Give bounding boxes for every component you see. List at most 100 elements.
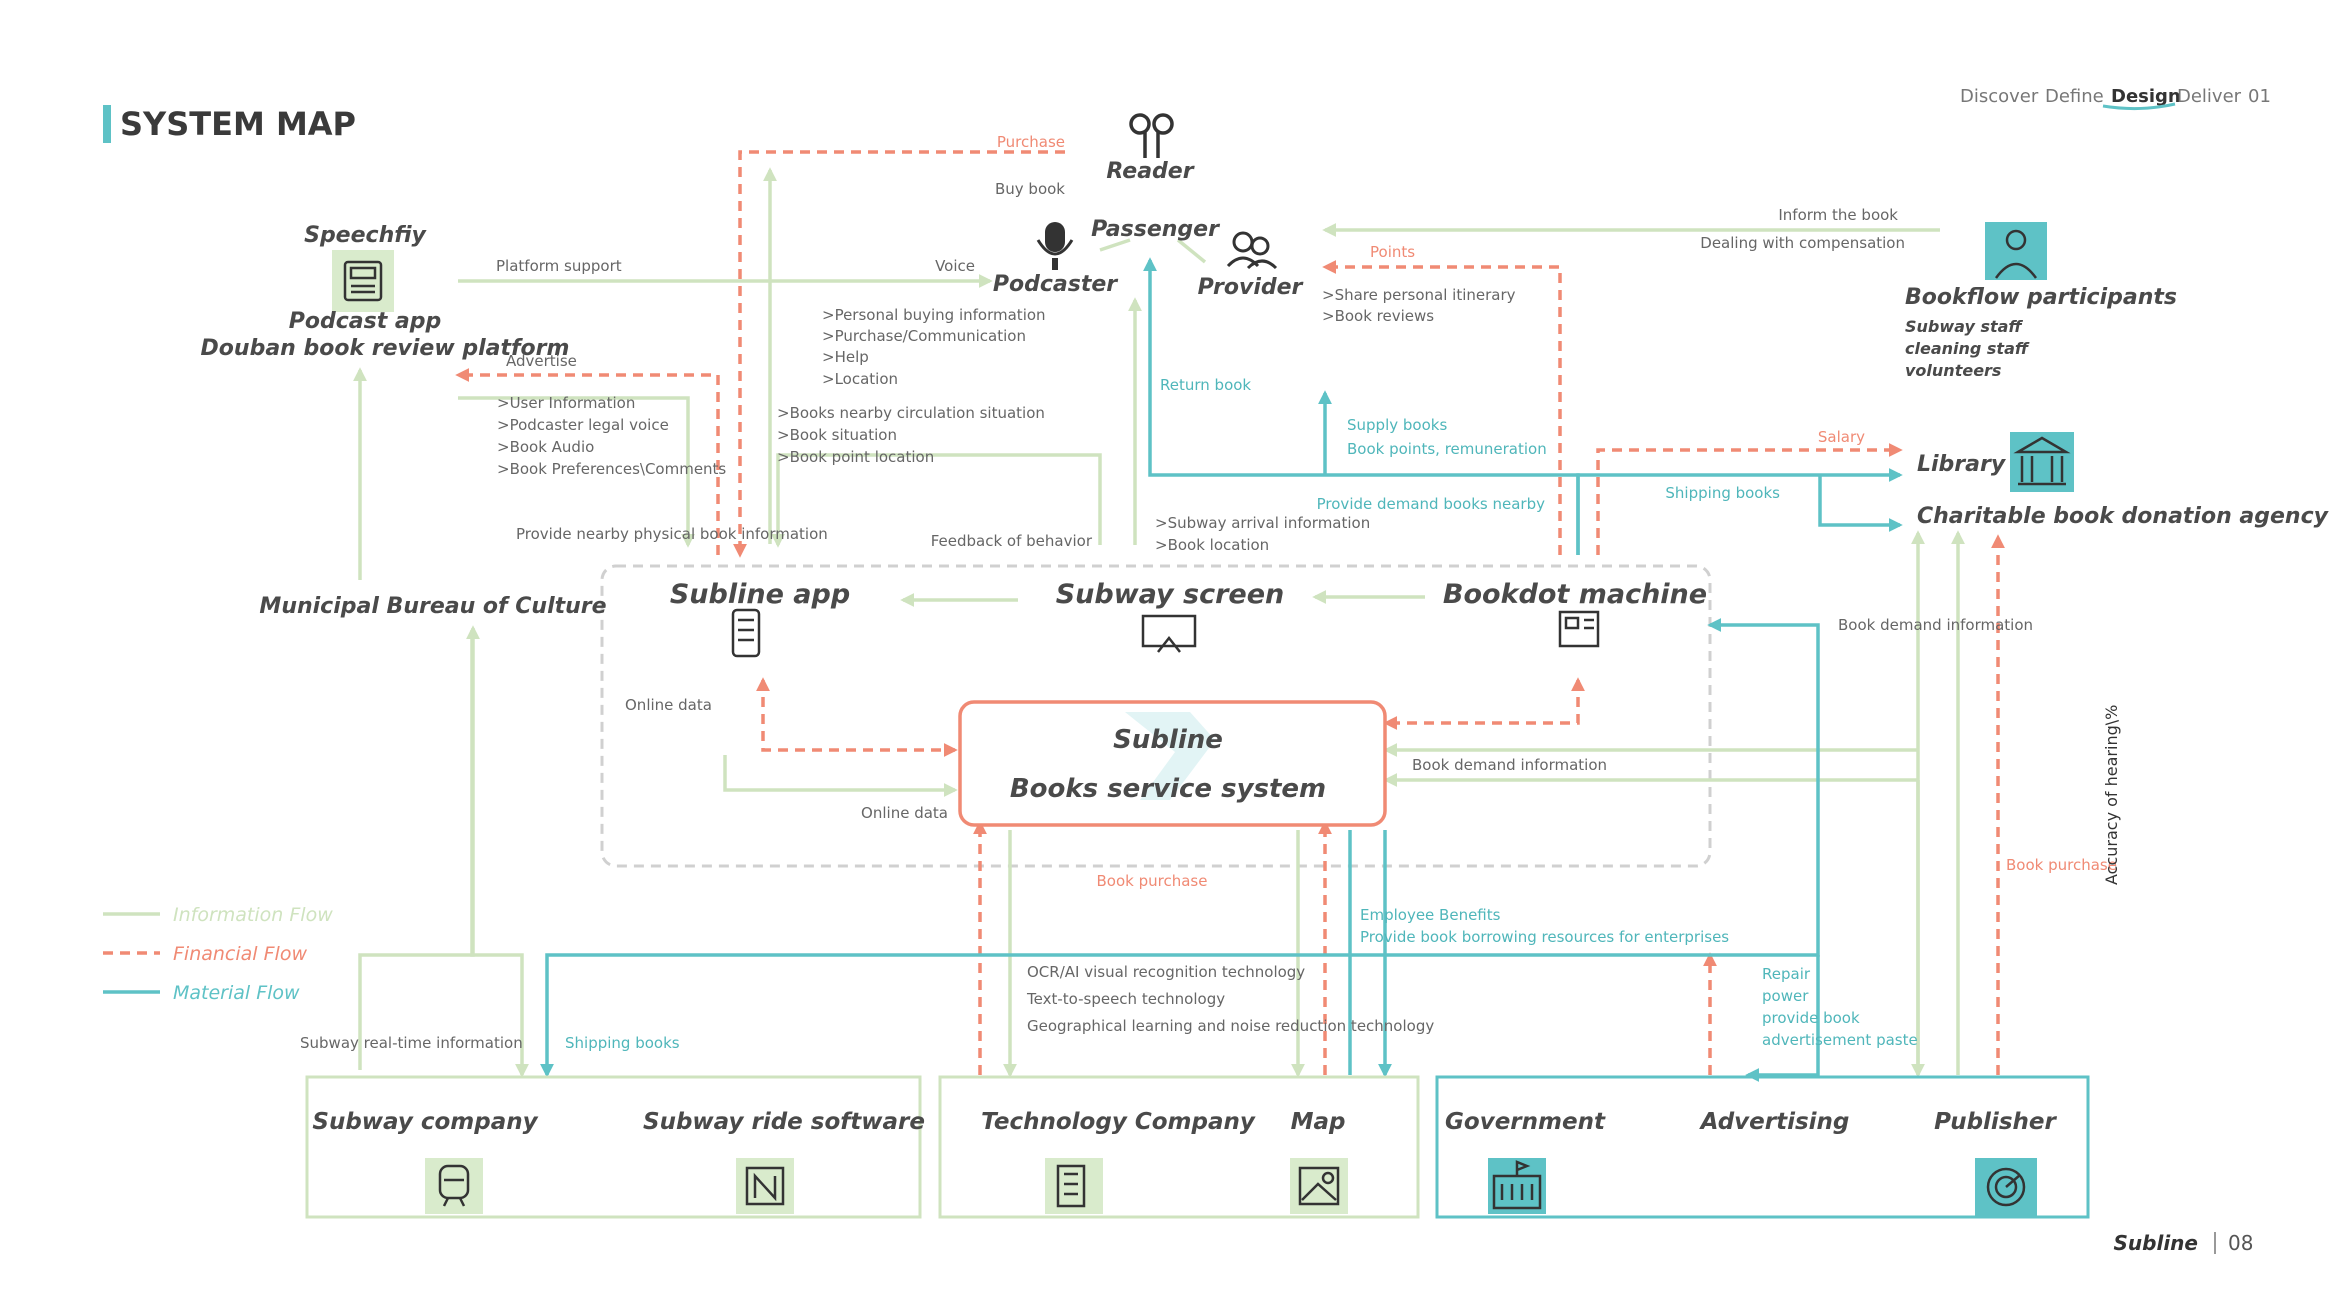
library-label: Library: [1917, 452, 2007, 477]
points-label: Points: [1370, 243, 1415, 261]
subway-company-icon-bg: [425, 1158, 483, 1214]
nav-deliver[interactable]: Deliver: [2177, 86, 2242, 107]
people-group-icon: [1226, 231, 1278, 270]
provide-borrowing-label: Provide book borrowing resources for ent…: [1360, 928, 1729, 946]
book-demand-center: Book demand information: [1412, 756, 1607, 774]
flow-labels: Purchase Buy book Platform support Voice…: [300, 133, 2121, 1052]
provide-demand-label: Provide demand books nearby: [1317, 495, 1545, 513]
feedback-label: Feedback of behavior: [931, 532, 1093, 550]
legend-finance-label: Financial Flow: [173, 943, 307, 965]
passenger-label[interactable]: Passenger: [1091, 217, 1220, 242]
radio-icon: [343, 260, 383, 302]
library-node[interactable]: Library: [1917, 432, 2074, 492]
phase-nav: Discover Define Design Deliver 01: [1960, 86, 2271, 107]
page-title: SYSTEM MAP: [120, 105, 356, 143]
podcaster-info-1: >Personal buying information: [822, 306, 1046, 324]
map-icon: [1298, 1166, 1340, 1206]
return-book-label: Return book: [1160, 376, 1251, 394]
repair-4: advertisement paste: [1762, 1031, 1918, 1049]
nav-underline: [2102, 102, 2176, 111]
provider-label: Provider: [1198, 275, 1304, 300]
core-subtitle: Books service system: [1010, 774, 1326, 804]
subway-realtime-label: Subway real-time information: [300, 1034, 523, 1052]
speechfiy-node[interactable]: Speechfiy Podcast app Douban book review…: [201, 223, 570, 361]
repair-2: power: [1762, 987, 1809, 1005]
online-data-left: Online data: [625, 696, 712, 714]
shipping-books-bottom: Shipping books: [565, 1034, 680, 1052]
tech-company-icon-bg: [1045, 1158, 1103, 1214]
legend-info-label: Information Flow: [173, 904, 333, 926]
subway-company-node[interactable]: Subway company: [312, 1109, 539, 1214]
bookflow-sub-3: volunteers: [1905, 361, 2001, 380]
title-accent-bar: [103, 105, 111, 143]
speech-info-4: >Book Preferences\Comments: [497, 460, 726, 478]
bookflow-node[interactable]: Bookflow participants Subway staff clean…: [1905, 222, 2177, 380]
tech-group-box: [938, 1075, 1420, 1219]
supply-books-label: Supply books: [1347, 416, 1447, 434]
douban-label: Douban book review platform: [201, 336, 570, 361]
nav-design[interactable]: Design: [2111, 86, 2181, 107]
reader-node[interactable]: Reader: [1106, 113, 1195, 184]
footer-brand: Subline: [2114, 1231, 2198, 1255]
advertising-label[interactable]: Advertising: [1699, 1109, 1850, 1135]
government-building-icon: [1492, 1160, 1542, 1210]
legend-material-label: Material Flow: [173, 982, 300, 1004]
provide-nearby-label: Provide nearby physical book information: [516, 525, 828, 543]
subway-screen-label: Subway screen: [1056, 579, 1285, 610]
speechfiy-icon-bg: [332, 250, 394, 312]
tech-list-3: Geographical learning and noise reductio…: [1027, 1017, 1434, 1035]
map-node[interactable]: Map: [1290, 1109, 1348, 1214]
subway-screen-node[interactable]: Subway screen: [1056, 579, 1285, 653]
worker-icon: [1994, 229, 2038, 279]
provider-node[interactable]: Provider: [1198, 231, 1304, 300]
bookflow-sub-1: Subway staff: [1905, 317, 2023, 336]
tech-company-node[interactable]: Technology Company: [981, 1109, 1256, 1214]
speech-info-3: >Book Audio: [497, 438, 594, 456]
earbuds-icon: [1129, 113, 1174, 158]
kiosk-machine-icon: [1558, 610, 1600, 648]
dealing-label: Dealing with compensation: [1700, 234, 1905, 252]
subline-app-node[interactable]: Subline app: [670, 579, 850, 658]
section-number: 01: [2248, 86, 2271, 107]
subway-arrival-1: >Subway arrival information: [1155, 514, 1370, 532]
podcast-app-label: Podcast app: [289, 309, 442, 334]
bureau-label[interactable]: Municipal Bureau of Culture: [259, 594, 606, 619]
speech-info-1: >User Information: [497, 394, 635, 412]
subway-ride-node[interactable]: Subway ride software: [643, 1109, 925, 1214]
podcaster-info-2: >Purchase/Communication: [822, 327, 1026, 345]
book-purchase-right: Book purchase: [2006, 856, 2117, 874]
podcaster-info-3: >Help: [822, 348, 869, 366]
books-nearby-3: >Book point location: [777, 448, 934, 466]
publisher-node[interactable]: Publisher: [1934, 1109, 2057, 1216]
map-label: Map: [1291, 1109, 1346, 1135]
inform-book-label: Inform the book: [1778, 206, 1898, 224]
subline-app-label: Subline app: [670, 579, 850, 610]
core-logo-watermark: [1125, 712, 1215, 800]
repair-3: provide book: [1762, 1009, 1860, 1027]
nav-discover[interactable]: Discover: [1960, 86, 2039, 107]
library-icon-bg: [2010, 432, 2074, 492]
subway-company-label: Subway company: [312, 1109, 538, 1135]
shipping-books-top: Shipping books: [1665, 484, 1780, 502]
microphone-icon: [1036, 222, 1074, 270]
core-system-box[interactable]: [958, 700, 1387, 827]
reader-label: Reader: [1106, 159, 1194, 184]
material-flows: [540, 257, 1903, 1082]
tech-list-1: OCR/AI visual recognition technology: [1027, 963, 1305, 981]
tech-list-2: Text-to-speech technology: [1026, 990, 1225, 1008]
online-data-bottom: Online data: [861, 804, 948, 822]
bookdot-label: Bookdot machine: [1443, 579, 1707, 610]
salary-label: Salary: [1818, 428, 1865, 446]
government-node[interactable]: Government: [1445, 1109, 1606, 1214]
book-demand-right: Book demand information: [1838, 616, 2033, 634]
repair-1: Repair: [1762, 965, 1811, 983]
podcaster-node[interactable]: Podcaster: [993, 222, 1118, 297]
nav-define[interactable]: Define: [2045, 86, 2104, 107]
charity-label[interactable]: Charitable book donation agency: [1917, 504, 2330, 529]
speech-info-2: >Podcaster legal voice: [497, 416, 669, 434]
bookdot-node[interactable]: Bookdot machine: [1443, 579, 1707, 648]
bookflow-sub-2: cleaning staff: [1905, 339, 2030, 358]
subway-group-box: [305, 1075, 922, 1219]
employee-benefits-label: Employee Benefits: [1360, 906, 1501, 924]
